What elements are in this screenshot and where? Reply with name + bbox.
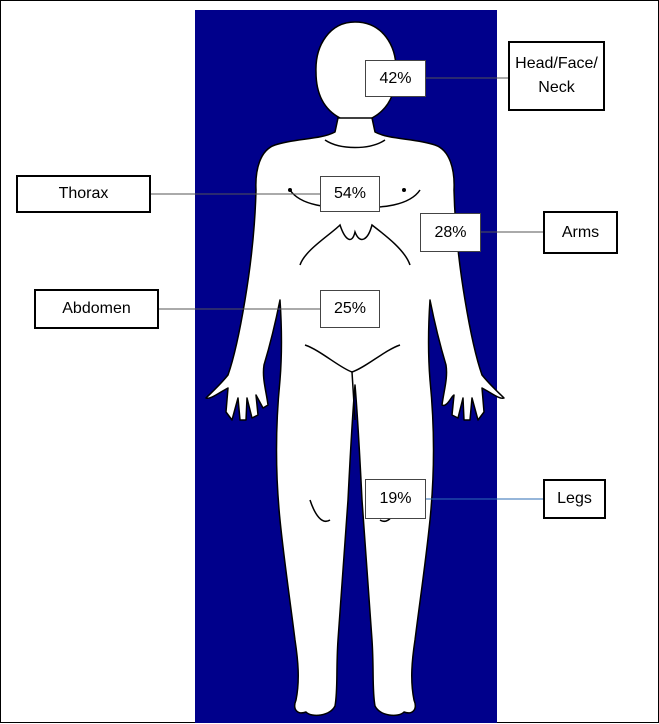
nipple-right [402,188,406,192]
head-label-box: Head/Face/ Neck [508,41,605,111]
legs-label-box: Legs [543,479,606,519]
legs-label: Legs [557,487,592,511]
arms-percent: 28% [434,221,466,245]
arms-label: Arms [562,221,599,245]
abdomen-percent: 25% [334,297,366,321]
legs-percent: 19% [379,487,411,511]
thorax-label-box: Thorax [16,175,151,213]
thorax-label: Thorax [59,182,109,206]
arms-label-box: Arms [543,211,618,254]
abdomen-label-box: Abdomen [34,289,159,329]
abdomen-label: Abdomen [62,297,131,321]
nipple-left [288,188,292,192]
head-percent-box: 42% [365,60,426,97]
arms-percent-box: 28% [420,213,481,252]
head-percent: 42% [379,67,411,91]
head-label-line2: Neck [538,76,574,100]
thorax-percent-box: 54% [320,176,380,212]
abdomen-percent-box: 25% [320,290,380,328]
head-label-line1: Head/Face/ [515,52,598,76]
legs-percent-box: 19% [365,479,426,519]
thorax-percent: 54% [334,182,366,206]
